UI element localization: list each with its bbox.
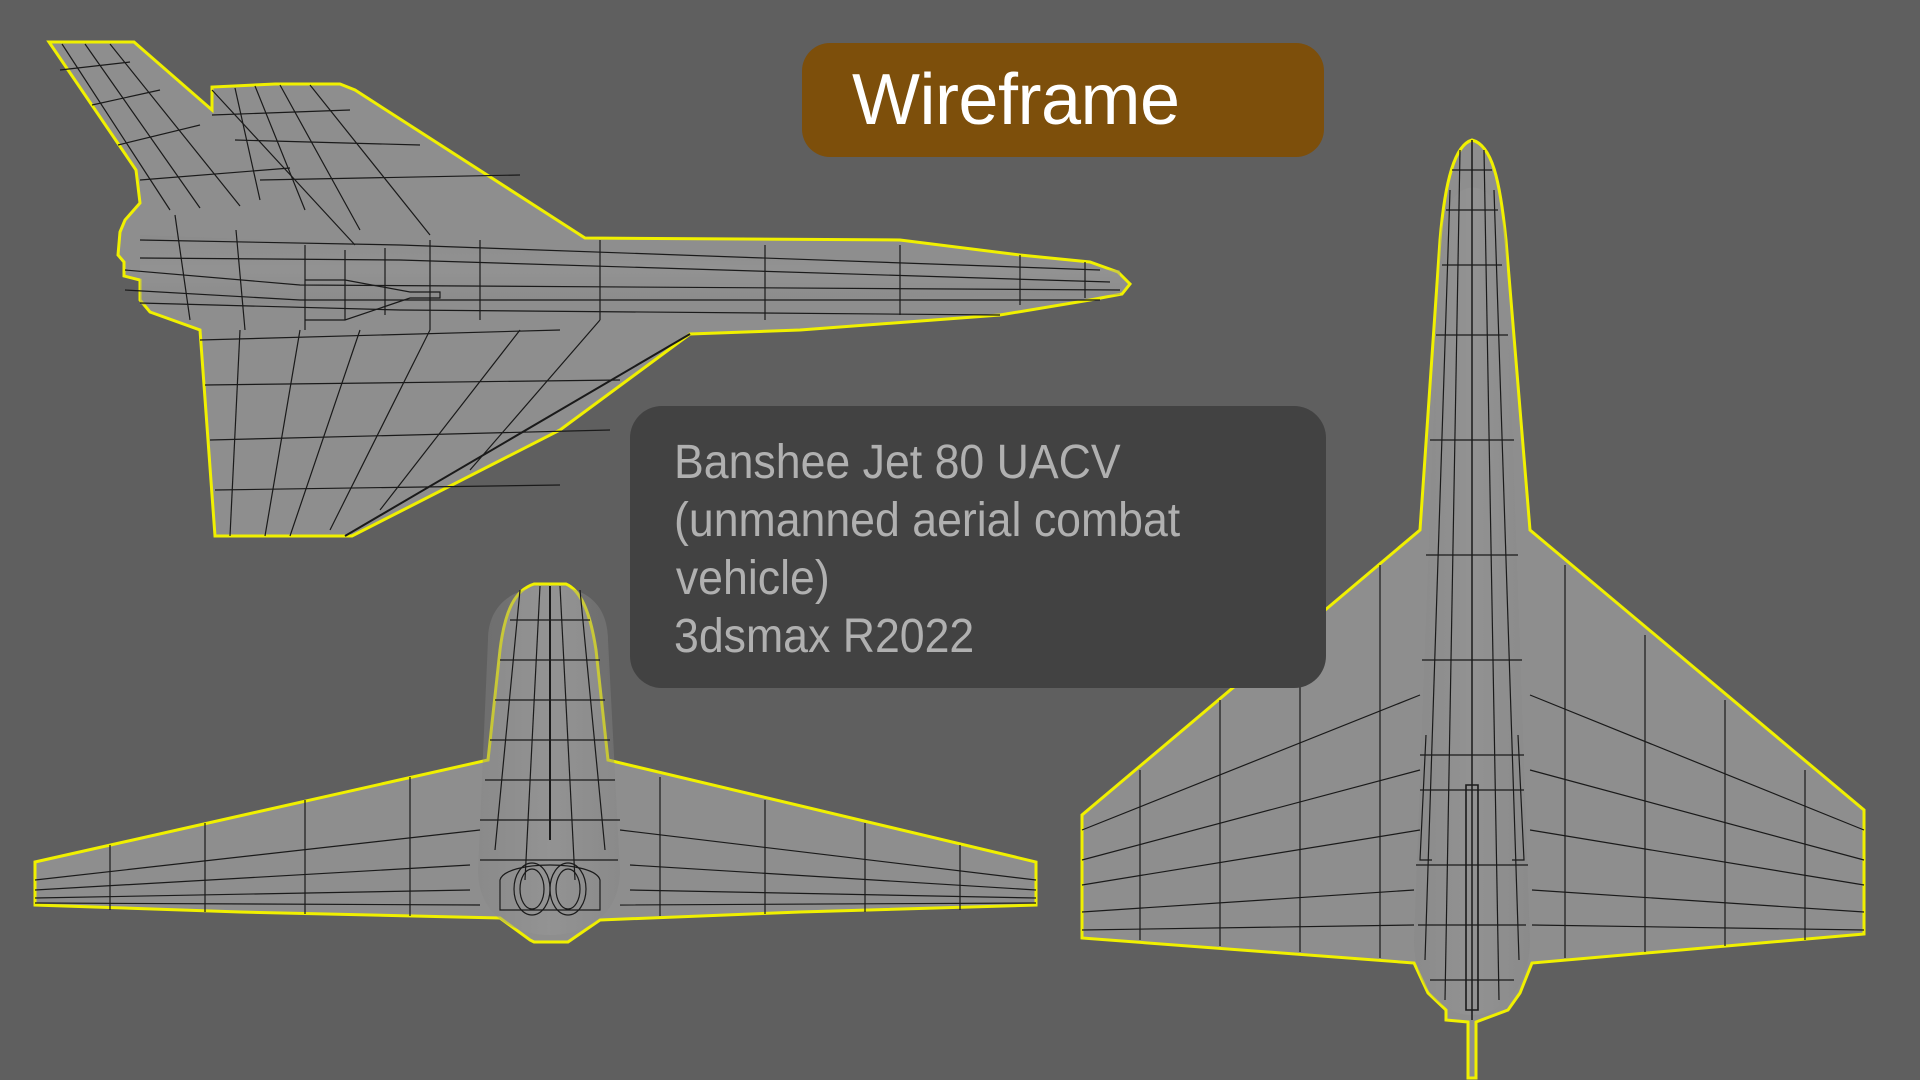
title-banner: Wireframe — [802, 43, 1324, 157]
info-line-model-name: Banshee Jet 80 UACV — [674, 436, 1121, 489]
title-text: Wireframe — [852, 60, 1180, 140]
front-view-model[interactable] — [33, 582, 1038, 944]
info-line-description: (unmanned aerial combat — [674, 494, 1181, 547]
top-view-model[interactable] — [1080, 138, 1866, 1080]
side-view-model[interactable] — [46, 40, 1133, 538]
info-line-description-cont: vehicle) — [675, 552, 830, 605]
info-box: Banshee Jet 80 UACV (unmanned aerial com… — [630, 406, 1326, 688]
info-line-software: 3dsmax R2022 — [674, 610, 975, 663]
